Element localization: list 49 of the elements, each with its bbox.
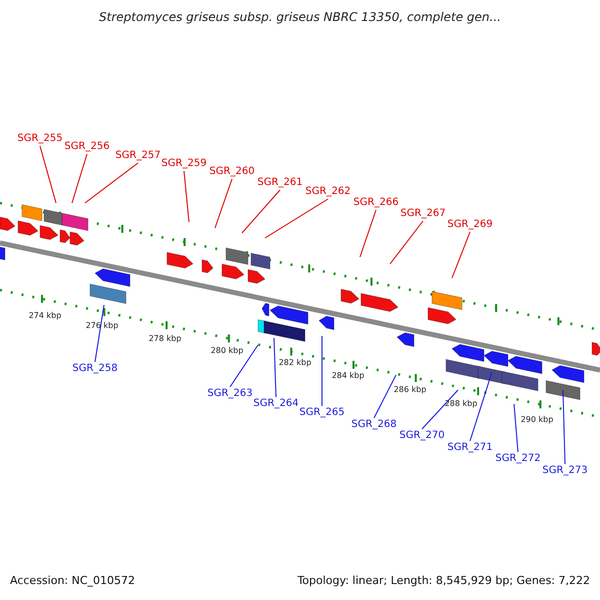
leader-line [214, 178, 232, 228]
leader-line [422, 390, 458, 430]
leader-line [360, 210, 376, 258]
footer-text: Topology: linear; Length: 8,545,929 bp; Genes: 7,222 [297, 574, 590, 588]
leader-line [562, 390, 566, 464]
gene-label: SGR_262 [305, 186, 351, 198]
gene-label: SGR_257 [115, 150, 161, 162]
diagram-title: Streptomyces griseus subsp. griseus NBRC 13350, complete gen... [98, 10, 502, 24]
leader-line [94, 304, 104, 362]
gene-label: SGR_260 [209, 166, 255, 178]
gene-label: SGR_267 [400, 208, 446, 220]
gene-label: SGR_272 [495, 453, 541, 465]
leader-line [230, 344, 258, 388]
gene-label: SGR_259 [161, 158, 207, 170]
scale-label: 288 kbp [444, 399, 478, 409]
scale-label: 282 kbp [278, 358, 312, 368]
leader-line [390, 220, 424, 264]
leader-line [452, 232, 470, 278]
gene-label: SGR_269 [447, 219, 493, 231]
leader-line [264, 198, 328, 238]
leader-line [72, 154, 88, 204]
gene-label: SGR_258 [72, 363, 118, 375]
leader-line [274, 338, 276, 398]
gene-label: SGR_263 [207, 388, 253, 400]
leader-line [374, 374, 396, 418]
gene-label: SGR_270 [399, 430, 445, 442]
scale-label: 286 kbp [394, 385, 426, 395]
gene-label: SGR_264 [253, 398, 299, 410]
gene-label: SGR_255 [17, 133, 63, 145]
gene-label: SGR_265 [299, 407, 345, 419]
footer-text: Accession: NC_010572 [10, 574, 136, 588]
scale-label: 278 kbp [148, 334, 182, 344]
leader-line [40, 146, 56, 204]
gene-label: SGR_261 [257, 177, 303, 189]
leader-line [514, 404, 518, 452]
leader-line [470, 372, 492, 442]
gene-label: SGR_266 [353, 197, 399, 209]
gene-label: SGR_273 [542, 465, 588, 477]
leader-line [84, 162, 138, 204]
gene-label: SGR_271 [447, 442, 493, 454]
leader-line [242, 190, 280, 234]
scale-label: 274 kbp [28, 311, 62, 321]
scale-label: 276 kbp [86, 321, 118, 331]
leader-line [184, 170, 190, 222]
gene-label: SGR_268 [351, 419, 397, 431]
scale-label: 280 kbp [210, 346, 244, 356]
scale-label: 290 kbp [520, 415, 554, 425]
scale-label: 284 kbp [332, 371, 364, 381]
gene-label: SGR_256 [64, 141, 110, 153]
